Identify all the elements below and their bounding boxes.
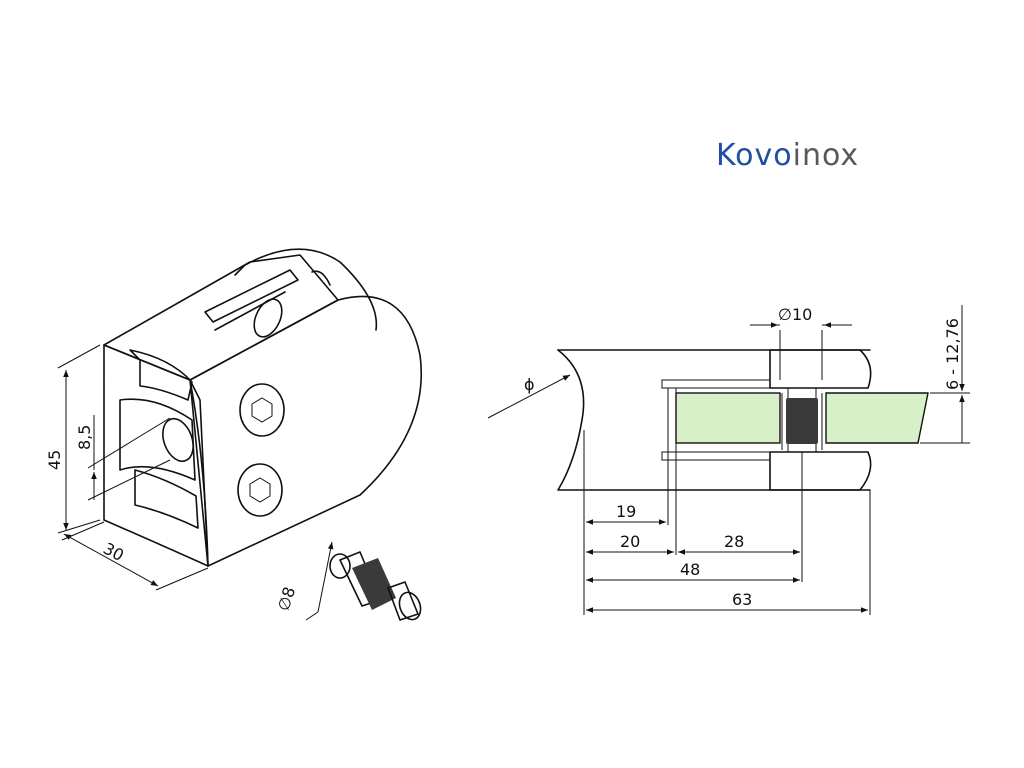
dim-depth-30: 30: [100, 539, 127, 565]
dim-glass-thickness: 6 - 12,76: [943, 318, 962, 390]
dim-28: 28: [724, 532, 744, 551]
clamp-isometric-view: 45 8,5 30: [45, 248, 422, 591]
dim-height-45: 45: [45, 450, 64, 470]
dim-pin-dia-8: ∅8: [274, 584, 300, 613]
dim-48: 48: [680, 560, 700, 579]
dim-20: 20: [620, 532, 640, 551]
pin-rubber-band: [352, 558, 396, 610]
logo-part-inox: inox: [792, 138, 860, 173]
pin-view: ∅8: [274, 541, 422, 621]
dim-63: 63: [732, 590, 752, 609]
glass-left: [675, 392, 781, 444]
rubber-pad: [786, 398, 818, 444]
dim-bolt-dia-10: ∅10: [778, 305, 812, 324]
kovoinox-logo: Kovoinox: [716, 138, 859, 173]
glass-right: [825, 392, 929, 444]
logo-part-kovo: Kovo: [716, 138, 793, 173]
dim-tube-symbol: ϕ: [524, 375, 535, 394]
clamp-section-view: ϕ ∅10 6 - 12,76: [487, 305, 970, 615]
dim-hole-8-5: 8,5: [75, 425, 94, 450]
dim-19: 19: [616, 502, 636, 521]
